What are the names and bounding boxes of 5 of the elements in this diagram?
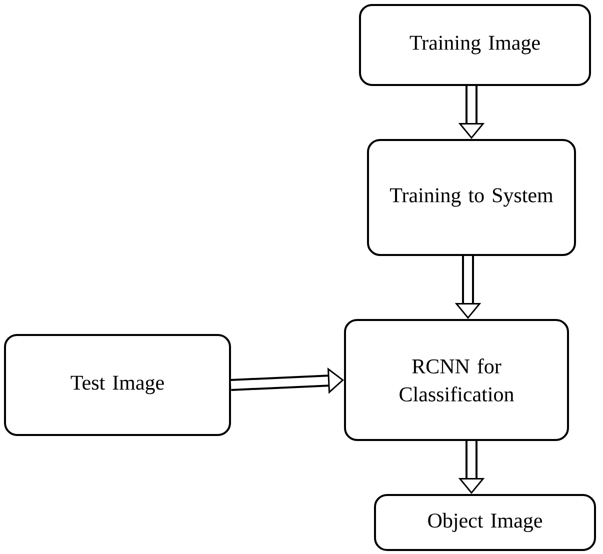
process-box: RCNN for Classification bbox=[344, 318, 569, 441]
process-box: Training Image bbox=[359, 4, 591, 86]
process-box: Test Image bbox=[4, 334, 231, 436]
process-box: Training to System bbox=[367, 139, 576, 256]
process-box: Object Image bbox=[374, 494, 596, 551]
